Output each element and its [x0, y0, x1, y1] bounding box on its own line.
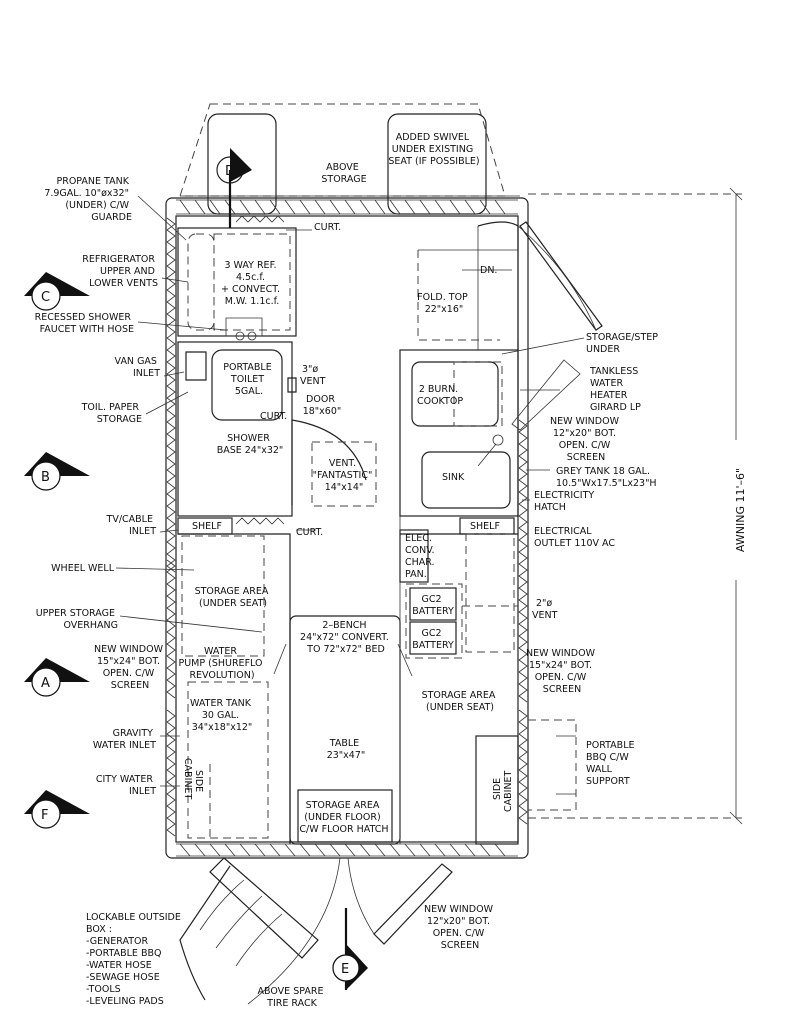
- label-new-window-right-top: NEW WINDOW 12"x20" BOT. OPEN. C/W SCREEN: [550, 416, 622, 463]
- label-bench: 2–BENCH 24"x72" CONVERT. TO 72"x72" BED: [300, 620, 392, 655]
- label-fold-top: FOLD. TOP 22"x16": [417, 292, 471, 315]
- label-water-pump: WATER PUMP (SHUREFLO REVOLUTION): [179, 646, 266, 681]
- label-water-tank: WATER TANK 30 GAL. 34"x18"x12": [190, 698, 254, 733]
- label-shelf-right: SHELF: [470, 521, 500, 532]
- section-marker-e: E: [332, 944, 368, 990]
- leader-lines: [115, 195, 585, 787]
- label-new-window-left: NEW WINDOW 15"x24" BOT. OPEN. C/W SCREEN: [94, 644, 166, 691]
- section-marker-a: A: [24, 658, 90, 697]
- label-battery-2: GC2 BATTERY: [412, 628, 454, 651]
- marker-d-label: D: [225, 164, 235, 179]
- label-toil-paper: TOIL. PAPER STORAGE: [81, 402, 142, 425]
- label-storage-floor: STORAGE AREA (UNDER FLOOR) C/W FLOOR HAT…: [299, 800, 388, 835]
- label-new-window-bottom: NEW WINDOW 12"x20" BOT. OPEN. C/W SCREEN: [424, 904, 496, 951]
- label-dn: DN.: [480, 265, 497, 276]
- label-vent2: 2"ø VENT: [532, 598, 558, 621]
- label-curt-bath: CURT.: [260, 411, 287, 422]
- label-propane: PROPANE TANK 7.9GAL. 10"øx32" (UNDER) C/…: [44, 176, 132, 223]
- label-added-swivel: ADDED SWIVEL UNDER EXISTING SEAT (IF POS…: [388, 132, 479, 167]
- label-burn-cooktop: 2 BURN. COOKTOP: [417, 384, 463, 407]
- label-lockable-box: LOCKABLE OUTSIDE BOX : -GENERATOR -PORTA…: [86, 912, 184, 1007]
- label-upper-storage: UPPER STORAGE OVERHANG: [36, 608, 118, 631]
- label-storage-right: STORAGE AREA (UNDER SEAT): [422, 690, 499, 713]
- label-storage-left: STORAGE AREA (UNDER SEAT): [195, 586, 272, 609]
- label-door: DOOR 18"x60": [303, 394, 342, 417]
- entry-door: [417, 221, 603, 350]
- bathroom: [177, 215, 377, 525]
- label-battery-1: GC2 BATTERY: [412, 594, 454, 617]
- bench-table: [289, 516, 401, 845]
- section-marker-b: B: [24, 452, 90, 491]
- label-gravity-water: GRAVITY WATER INLET: [93, 728, 156, 751]
- marker-f-label: F: [41, 808, 48, 823]
- label-van-gas: VAN GAS INLET: [115, 356, 161, 379]
- section-marker-d: D: [216, 148, 252, 184]
- label-tv-cable: TV/CABLE INLET: [106, 514, 157, 537]
- rear-outside: [179, 857, 453, 1005]
- label-vent-fantastic: VENT. "FANTASTIC" 14"x14": [313, 458, 376, 493]
- marker-b-label: B: [41, 470, 50, 485]
- label-sink: SINK: [442, 472, 465, 483]
- label-refrigerator-vents: REFRIGERATOR UPPER AND LOWER VENTS: [82, 254, 158, 289]
- label-electrical-outlet: ELECTRICAL OUTLET 110V AC: [534, 526, 615, 549]
- label-recessed-shower: RECESSED SHOWER FAUCET WITH HOSE: [35, 312, 134, 335]
- label-side-cabinet-left: SIDE CABINET: [182, 758, 204, 800]
- label-above-storage: ABOVE STORAGE: [321, 162, 366, 185]
- cab-outline: [179, 103, 520, 215]
- awning-dimension: [528, 187, 743, 825]
- label-electricity-hatch: ELECTRICITY HATCH: [534, 490, 597, 513]
- body-walls: [165, 197, 529, 859]
- label-curt-top: CURT.: [314, 222, 341, 233]
- label-above-spare: ABOVE SPARE TIRE RACK: [258, 986, 327, 1009]
- label-awning: AWNING 11'–6": [734, 468, 747, 552]
- label-vent3: 3"ø VENT: [300, 364, 326, 387]
- label-new-window-right-mid: NEW WINDOW 15"x24" BOT. OPEN. C/W SCREEN: [526, 648, 598, 695]
- label-bbq-support: PORTABLE BBQ C/W WALL SUPPORT: [586, 740, 638, 787]
- section-marker-c: C: [24, 272, 90, 311]
- label-table: TABLE 23"x47": [327, 738, 366, 761]
- label-curt-mid: CURT.: [296, 527, 323, 538]
- marker-c-label: C: [41, 290, 50, 305]
- right-rear-cabinet: [475, 719, 577, 845]
- label-tankless: TANKLESS WATER HEATER GIRARD LP: [589, 366, 641, 413]
- marker-e-label: E: [341, 962, 349, 977]
- battery-area: [399, 529, 518, 659]
- label-city-water: CITY WATER INLET: [96, 774, 156, 797]
- label-way-ref: 3 WAY REF. 4.5c.f. + CONVECT. M.W. 1.1c.…: [221, 260, 283, 307]
- label-side-cabinet-right: SIDE CABINET: [492, 770, 514, 812]
- label-portable-toilet: PORTABLE TOILET 5GAL.: [223, 362, 275, 397]
- marker-a-label: A: [41, 676, 50, 691]
- section-marker-f: F: [24, 790, 90, 829]
- labels: ADDED SWIVEL UNDER EXISTING SEAT (IF POS…: [35, 132, 747, 1009]
- label-shelf-left: SHELF: [192, 521, 222, 532]
- label-wheel-well: WHEEL WELL: [51, 563, 115, 574]
- label-shower-base: SHOWER BASE 24"x32": [217, 433, 284, 456]
- label-grey-tank: GREY TANK 18 GAL. 10.5"Wx17.5"Lx23"H: [556, 466, 657, 489]
- label-storage-step: STORAGE/STEP UNDER: [586, 332, 661, 355]
- label-elec-panel: ELEC. CONV. CHAR. PAN.: [405, 533, 438, 580]
